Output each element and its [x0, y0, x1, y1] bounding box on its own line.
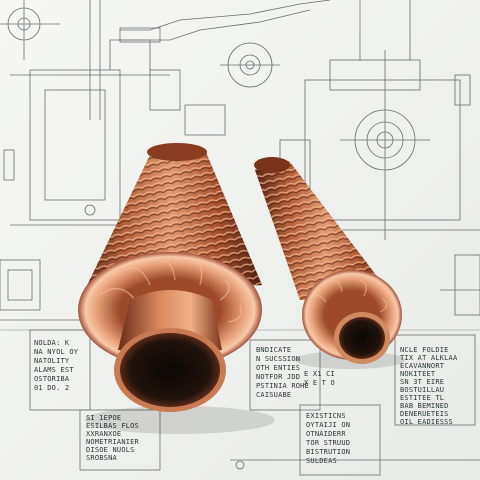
- note-line: BISTRUTION: [306, 448, 350, 456]
- note-line: TIX AT ALKLAA: [400, 354, 458, 362]
- note-line: OTH ENTIES: [256, 364, 300, 372]
- note-bottom-left-block: SI 1EPOE ESILBAS FLOS XXRANXOE NOMETRIAN…: [86, 414, 140, 462]
- note-line: ESILBAS FLOS: [86, 422, 139, 430]
- note-line: ALAMS EST: [34, 366, 74, 374]
- note-line: PSTINIA ROHE: [256, 382, 309, 390]
- note-line: NA NYOL OY: [34, 348, 79, 356]
- note-line: E X1 CI: [304, 370, 335, 378]
- note-line: OTNAIDERR: [306, 430, 346, 438]
- note-line: DISOE NUOLS: [86, 446, 135, 454]
- note-line: NOMETRIANIER: [86, 438, 140, 446]
- note-line: OSTORIBA: [34, 375, 70, 383]
- note-line: NCLE FOLDIE: [400, 346, 449, 354]
- note-line: NATOLITY: [34, 357, 70, 365]
- note-bottom-center-block: EXISTICNS OYTAIJI ON OTNAIDERR TOR STRUU…: [306, 412, 350, 465]
- note-line: SROBSNA: [86, 454, 117, 462]
- note-line: OIL EADIESSS: [400, 418, 453, 426]
- note-center-block: BNDICATE N SUCSSION OTH ENTIES NOTFOR JD…: [256, 346, 309, 399]
- note-line: N SUCSSION: [256, 355, 300, 363]
- note-right-block: NCLE FOLDIE TIX AT ALKLAA ECAVANNORT NOK…: [400, 346, 458, 426]
- note-line: SULDEAS: [306, 457, 337, 465]
- note-line: BAB BEMINED: [400, 402, 449, 410]
- note-line: NOTFOR JDD: [256, 373, 300, 381]
- small-finned-copper-tube: [254, 157, 405, 369]
- note-line: OYTAIJI ON: [306, 421, 350, 429]
- note-line: EXISTICNS: [306, 412, 346, 420]
- large-finned-copper-tube: [78, 143, 275, 434]
- note-line: NOLDA: K: [34, 339, 70, 347]
- note-line: SI 1EPOE: [86, 414, 121, 422]
- note-line: NOKITEET: [400, 370, 436, 378]
- note-line: XXRANXOE: [86, 430, 121, 438]
- note-center-small: E X1 CI X E T O: [304, 370, 335, 387]
- note-line: BOSTUILLAU: [400, 386, 444, 394]
- note-line: 01 DO. 2: [34, 384, 69, 392]
- note-line: TOR STRUUD: [306, 439, 350, 447]
- note-line: CAISUABE: [256, 391, 291, 399]
- note-line: ESTITEE TL: [400, 394, 444, 402]
- note-line: DENERUETEIS: [400, 410, 449, 418]
- note-line: X E T O: [304, 379, 335, 387]
- note-line: ECAVANNORT: [400, 362, 445, 370]
- note-line: BNDICATE: [256, 346, 291, 354]
- note-line: SN 3T EIRE: [400, 378, 444, 386]
- note-left-block: NOLDA: K NA NYOL OY NATOLITY ALAMS EST O…: [34, 339, 79, 392]
